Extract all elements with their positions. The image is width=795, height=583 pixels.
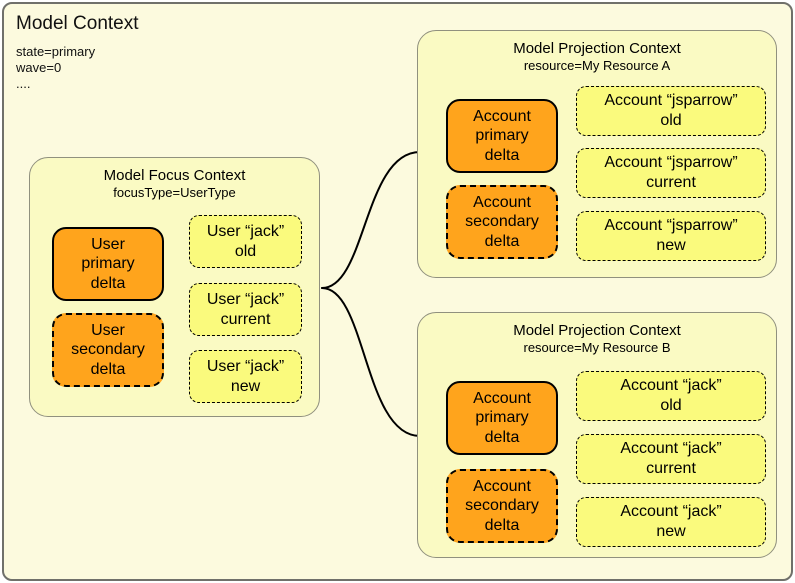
- focus-context-subtitle: focusType=UserType: [113, 185, 236, 200]
- account-primary-delta-node-b: Account primary delta: [446, 381, 558, 455]
- focus-context-box: Model Focus Context focusType=UserType U…: [29, 157, 320, 417]
- account-jsparrow-old-node: Account “jsparrow” old: [576, 86, 766, 136]
- user-primary-delta-node: User primary delta: [52, 227, 164, 301]
- account-jack-new-node: Account “jack” new: [576, 497, 766, 547]
- account-secondary-delta-node-a: Account secondary delta: [446, 185, 558, 259]
- connector-to-projection-a: [321, 151, 421, 289]
- model-context-property-ellipsis: ....: [16, 76, 31, 91]
- user-jack-old-node: User “jack” old: [189, 215, 302, 268]
- user-jack-current-node: User “jack” current: [189, 283, 302, 336]
- model-context-properties: state=primary wave=0 ....: [16, 44, 95, 92]
- model-context-title: Model Context: [16, 13, 139, 34]
- projection-context-a-box: Model Projection Context resource=My Res…: [417, 30, 777, 278]
- focus-context-title: Model Focus Context: [103, 167, 246, 184]
- projection-b-subtitle: resource=My Resource B: [523, 340, 671, 355]
- connector-lines: [321, 151, 421, 437]
- account-jsparrow-current-node: Account “jsparrow” current: [576, 148, 766, 198]
- projection-b-title: Model Projection Context: [513, 322, 681, 339]
- account-jack-old-node: Account “jack” old: [576, 371, 766, 421]
- model-context-property-state: state=primary: [16, 44, 96, 59]
- account-jack-current-node: Account “jack” current: [576, 434, 766, 484]
- account-primary-delta-node-a: Account primary delta: [446, 99, 558, 173]
- user-jack-new-node: User “jack” new: [189, 350, 302, 403]
- model-context-property-wave: wave=0: [16, 60, 62, 75]
- projection-context-b-box: Model Projection Context resource=My Res…: [417, 312, 777, 558]
- connector-to-projection-b: [321, 287, 421, 437]
- account-jsparrow-new-node: Account “jsparrow” new: [576, 211, 766, 261]
- account-secondary-delta-node-b: Account secondary delta: [446, 469, 558, 543]
- projection-a-subtitle: resource=My Resource A: [523, 58, 671, 73]
- projection-a-title: Model Projection Context: [513, 40, 681, 57]
- user-secondary-delta-node: User secondary delta: [52, 313, 164, 387]
